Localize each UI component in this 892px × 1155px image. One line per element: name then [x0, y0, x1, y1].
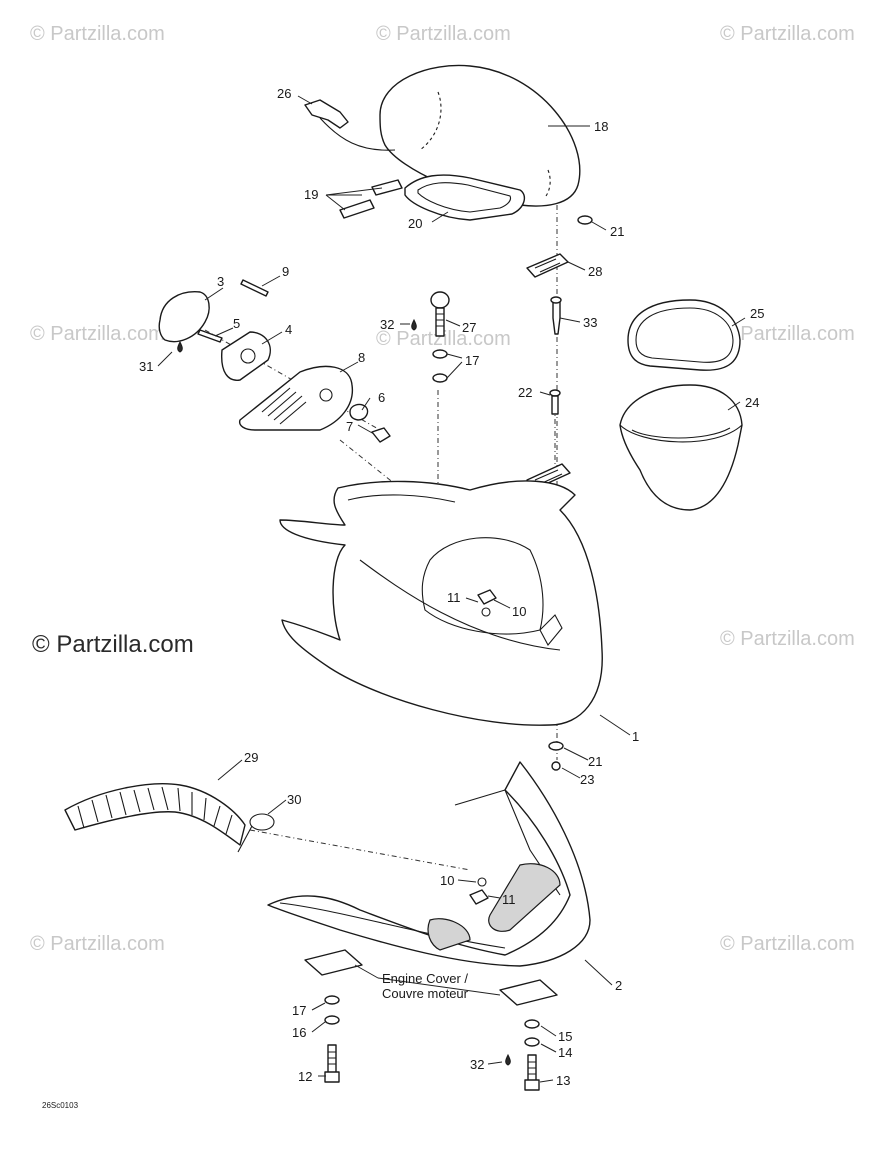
callout-16: 16 [292, 1025, 306, 1040]
seat-cover-part [319, 64, 581, 207]
watermark: © Partzilla.com [30, 323, 165, 345]
callout-28: 28 [588, 264, 602, 279]
callout-13: 13 [556, 1073, 570, 1088]
callout-22: 22 [518, 385, 532, 400]
caption-line-2: Couvre moteur [382, 986, 469, 1001]
nut-part [477, 589, 497, 617]
washer-part [548, 741, 564, 751]
callout-33: 33 [583, 315, 597, 330]
callout-11-bottom: 11 [502, 892, 516, 907]
callout-11-top: 11 [447, 590, 461, 605]
callout-14: 14 [558, 1045, 572, 1060]
watermark: © Partzilla.com [376, 328, 511, 350]
callout-32-top: 32 [380, 317, 394, 332]
callout-6: 6 [378, 390, 385, 405]
callout-10-top: 10 [512, 604, 526, 619]
callout-5: 5 [233, 316, 240, 331]
callout-21-bottom: 21 [588, 754, 602, 769]
callout-7: 7 [346, 419, 353, 434]
callout-3: 3 [217, 274, 224, 289]
callout-10-bottom: 10 [440, 873, 454, 888]
seat-gasket-part [404, 174, 526, 221]
washer-part [524, 1019, 540, 1029]
callout-31: 31 [139, 359, 153, 374]
mirror-part [158, 291, 210, 343]
nut-part [551, 761, 561, 771]
callout-30: 30 [287, 792, 301, 807]
storage-bin-part [619, 384, 743, 511]
hinge-top-part [526, 253, 569, 278]
nut-part [469, 877, 489, 905]
bellows-hose-part [64, 783, 246, 846]
callout-26: 26 [277, 86, 291, 101]
watermark: © Partzilla.com [720, 933, 855, 955]
drawing-code: 26Sc0103 [42, 1101, 79, 1110]
watermark: © Partzilla.com [720, 323, 855, 345]
foam-pad-part [499, 979, 558, 1006]
drop-sealant-icon [177, 340, 183, 353]
leader-lines [157, 95, 746, 1083]
vent-grill-part [238, 365, 354, 431]
bolt-part [524, 1054, 540, 1091]
callout-23: 23 [580, 772, 594, 787]
watermark: © Partzilla.com [720, 23, 855, 45]
caption-line-1: Engine Cover / [382, 971, 468, 986]
engine-cover-caption: Engine Cover / Couvre moteur [382, 971, 469, 1001]
drop-sealant-icon [505, 1053, 511, 1066]
bolt-part [430, 291, 450, 337]
callout-1: 1 [632, 729, 639, 744]
pin-part [550, 296, 562, 335]
grommet-part [349, 403, 369, 421]
callout-17-bottom: 17 [292, 1003, 306, 1018]
foam-pad-part [304, 949, 363, 976]
lock-washer-part [324, 1015, 340, 1025]
storage-gasket-part [627, 299, 741, 371]
seat-clip-part [304, 99, 349, 129]
callout-19: 19 [304, 187, 318, 202]
watermark: © Partzilla.com [720, 628, 855, 650]
lock-washer-part [524, 1037, 540, 1047]
callout-12: 12 [298, 1069, 312, 1084]
callout-15: 15 [558, 1029, 572, 1044]
mirror-screw-part [197, 329, 223, 343]
callout-8: 8 [358, 350, 365, 365]
bolt-part [324, 1044, 340, 1083]
callout-18: 18 [594, 119, 608, 134]
strip-pads [339, 179, 403, 219]
watermark: © Partzilla.com [30, 933, 165, 955]
callout-27: 27 [462, 320, 476, 335]
hose-clamp-part [237, 813, 275, 853]
callout-17-top: 17 [465, 353, 479, 368]
screw-part [549, 389, 561, 415]
callout-4: 4 [285, 322, 292, 337]
watermark-prominent: © Partzilla.com [32, 631, 194, 658]
washer-part [432, 349, 448, 359]
drop-sealant-icon [411, 318, 417, 331]
top-deck-part [279, 480, 603, 726]
callout-9: 9 [282, 264, 289, 279]
callout-32-bottom: 32 [470, 1057, 484, 1072]
callout-29: 29 [244, 750, 258, 765]
washer-part [324, 995, 340, 1005]
callout-numbers: 26 18 19 20 21 28 3 9 33 32 27 4 5 17 25… [139, 86, 764, 1088]
callout-25: 25 [750, 306, 764, 321]
watermark: © Partzilla.com [376, 23, 511, 45]
callout-21-top: 21 [610, 224, 624, 239]
mirror-plate-part [221, 331, 271, 381]
watermark: © Partzilla.com [30, 23, 165, 45]
washer-part [432, 373, 448, 383]
callout-2: 2 [615, 978, 622, 993]
mirror-pin-part [240, 279, 269, 297]
elbow-fitting-part [371, 427, 391, 443]
callout-24: 24 [745, 395, 759, 410]
washer-part [577, 215, 593, 225]
lower-frame-part [267, 761, 591, 967]
callout-20: 20 [408, 216, 422, 231]
